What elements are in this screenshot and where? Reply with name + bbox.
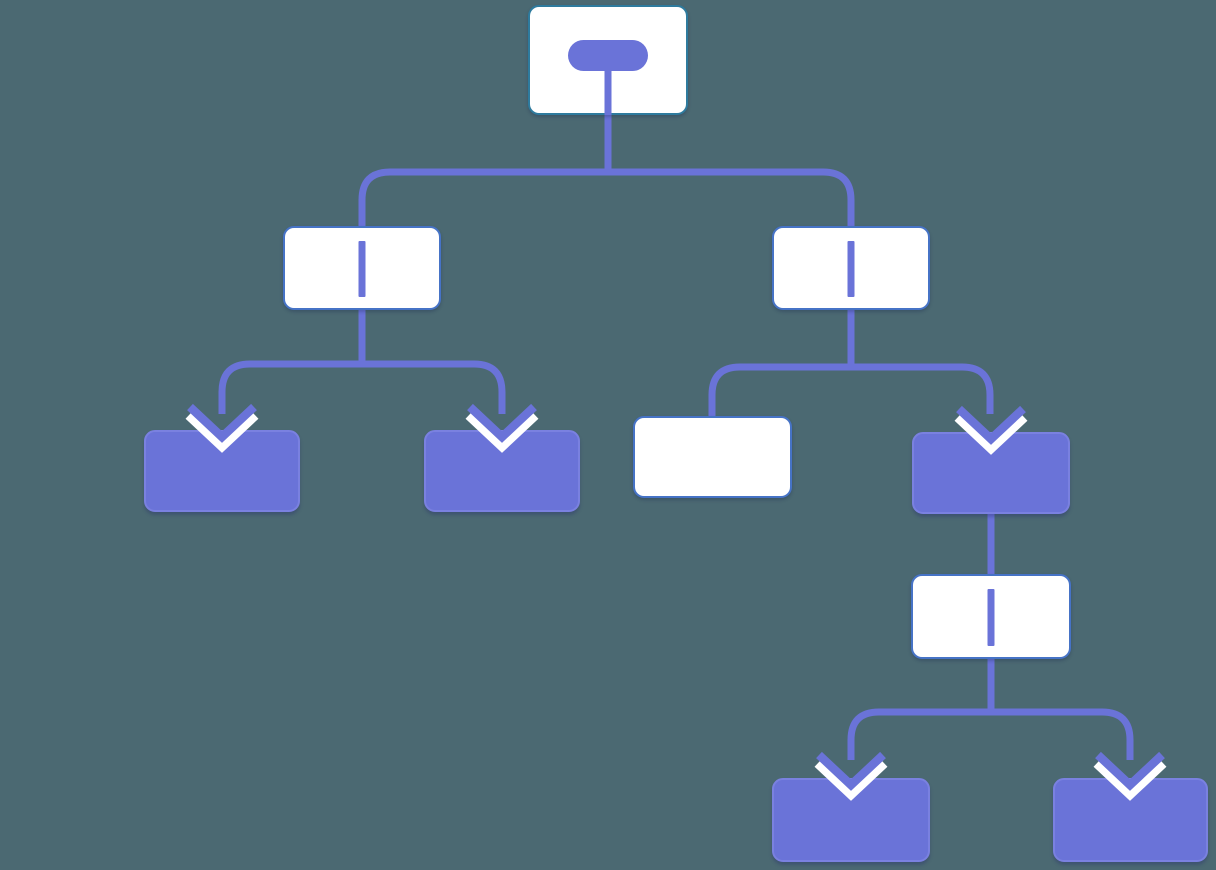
node-leaf-right[interactable] [912, 432, 1070, 514]
node-leaf-2[interactable] [424, 430, 580, 512]
node-branch-right[interactable] [772, 226, 930, 310]
vertical-bar-icon [987, 589, 995, 646]
vertical-bar-icon [847, 241, 855, 297]
node-empty-white[interactable] [633, 416, 792, 498]
root-pill-icon [568, 40, 648, 71]
node-branch-bottom[interactable] [911, 574, 1071, 659]
node-leaf-1[interactable] [144, 430, 300, 512]
node-leaf-4[interactable] [1053, 778, 1208, 862]
node-branch-left[interactable] [283, 226, 441, 310]
vertical-bar-icon [358, 241, 366, 297]
root-stem-icon [604, 67, 612, 115]
node-leaf-3[interactable] [772, 778, 930, 862]
node-root[interactable] [528, 5, 688, 115]
